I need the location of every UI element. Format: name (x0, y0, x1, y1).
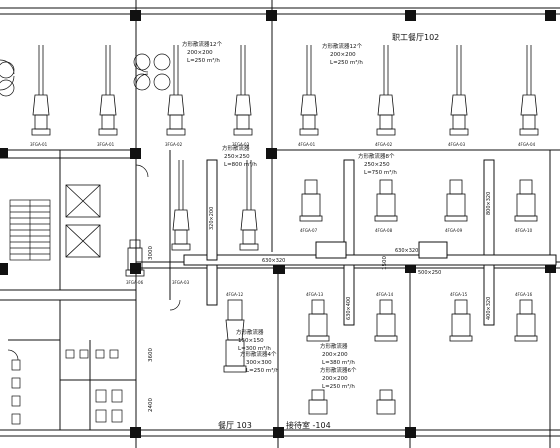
elevators (65, 184, 101, 258)
toilet-fixtures (11, 349, 123, 425)
note-5: 方形散流器 150×150 L=300 m³/h (236, 328, 271, 352)
diffuser-units-bottom (223, 299, 538, 415)
svg-text:200×200: 200×200 (322, 352, 348, 358)
svg-text:3FGA-06: 3FGA-06 (126, 280, 144, 285)
diffuser-units-top (31, 45, 539, 136)
svg-text:3000: 3000 (148, 246, 154, 260)
note-8: 方形散流器6个 200×200 L=250 m³/h (320, 366, 357, 390)
stairs (9, 199, 51, 261)
note-6: 方形散流器4个 300×300 L=250 m³/h (240, 350, 279, 374)
svg-text:4FGA-01: 4FGA-01 (298, 142, 316, 147)
room-label-dining: 餐厅 103 (218, 421, 252, 430)
room-label-reception: 接待室 -104 (286, 420, 331, 430)
svg-text:L=250 m³/h: L=250 m³/h (322, 383, 355, 390)
svg-text:200×200: 200×200 (322, 376, 348, 382)
structural-columns (0, 10, 556, 438)
svg-text:方形散流器12个: 方形散流器12个 (322, 42, 362, 50)
svg-text:3FGA-02: 3FGA-02 (165, 142, 183, 147)
svg-text:500×250: 500×250 (418, 270, 441, 276)
svg-text:4FGA-12: 4FGA-12 (226, 292, 244, 297)
fan-coils (0, 53, 171, 97)
svg-text:320×200: 320×200 (209, 207, 215, 230)
diffuser-notes: 方形散流器12个 200×200 L=250 m³/h 方形散流器12个 200… (182, 40, 397, 390)
svg-text:630×320: 630×320 (262, 258, 285, 264)
svg-text:400×320: 400×320 (486, 297, 492, 320)
svg-text:方形散流器8个: 方形散流器8个 (358, 152, 395, 160)
svg-text:L=800 m³/h: L=800 m³/h (224, 161, 257, 168)
doors (0, 59, 181, 361)
note-3: 方形散流器8个 250×250 L=750 m³/h (358, 152, 397, 176)
svg-text:L=750 m³/h: L=750 m³/h (364, 169, 397, 176)
unit-tags-bottom: 4FGA-12 4FGA-13 4FGA-14 4FGA-15 4FGA-16 (226, 292, 533, 297)
main-ducts (183, 159, 557, 326)
svg-text:L=300 m³/h: L=300 m³/h (238, 345, 271, 352)
svg-text:4FGA-09: 4FGA-09 (445, 228, 463, 233)
duct-size-labels: 630×320 630×320 500×250 320×200 630×400 … (209, 192, 492, 320)
svg-text:4FGA-16: 4FGA-16 (515, 292, 533, 297)
svg-text:L=250 m³/h: L=250 m³/h (330, 59, 363, 66)
svg-text:方形散流器: 方形散流器 (236, 328, 264, 336)
svg-text:方形散流器6个: 方形散流器6个 (320, 366, 357, 374)
svg-text:4FGA-10: 4FGA-10 (515, 228, 533, 233)
svg-text:630×400: 630×400 (346, 297, 352, 320)
unit-tags-mid: 3FGA-06 3FGA-03 4FGA-07 4FGA-08 4FGA-09 … (126, 228, 533, 285)
svg-text:3600: 3600 (148, 348, 154, 362)
svg-text:方形散流器12个: 方形散流器12个 (182, 40, 222, 48)
svg-text:200×200: 200×200 (187, 50, 213, 56)
diffuser-units-mid (125, 160, 538, 277)
note-2: 方形散流器12个 200×200 L=250 m³/h (322, 42, 363, 66)
svg-text:4FGA-08: 4FGA-08 (375, 228, 393, 233)
svg-text:4FGA-07: 4FGA-07 (300, 228, 318, 233)
svg-text:1500: 1500 (382, 256, 388, 270)
svg-text:3FGA-01: 3FGA-01 (97, 142, 115, 147)
svg-text:4FGA-14: 4FGA-14 (376, 292, 394, 297)
svg-text:L=380 m³/h: L=380 m³/h (322, 359, 355, 366)
room-label-staff-dining: 职工餐厅102 (392, 33, 439, 42)
svg-text:L=250 m³/h: L=250 m³/h (246, 367, 279, 374)
svg-text:250×250: 250×250 (364, 162, 390, 168)
svg-text:3FGA-03: 3FGA-03 (232, 142, 250, 147)
svg-text:3FGA-03: 3FGA-03 (172, 280, 190, 285)
room-labels: 职工餐厅102 餐厅 103 接待室 -104 (218, 33, 439, 430)
note-4: 方形散流器 250×250 L=800 m³/h (222, 144, 257, 168)
svg-text:4FGA-13: 4FGA-13 (306, 292, 324, 297)
svg-text:方形散流器: 方形散流器 (222, 144, 250, 152)
svg-text:3FGA-01: 3FGA-01 (30, 142, 48, 147)
svg-text:L=250 m³/h: L=250 m³/h (187, 57, 220, 64)
dimension-labels: 3000 3600 2400 1500 (148, 246, 388, 412)
svg-text:方形散流器: 方形散流器 (320, 342, 348, 350)
svg-text:200×200: 200×200 (330, 52, 356, 58)
svg-text:4FGA-15: 4FGA-15 (450, 292, 468, 297)
svg-text:2400: 2400 (148, 398, 154, 412)
svg-text:4FGA-04: 4FGA-04 (518, 142, 536, 147)
unit-tags-top: 3FGA-01 3FGA-01 3FGA-02 3FGA-03 4FGA-01 … (30, 142, 536, 147)
svg-text:150×150: 150×150 (238, 338, 264, 344)
svg-text:4FGA-02: 4FGA-02 (375, 142, 393, 147)
svg-text:300×300: 300×300 (246, 360, 272, 366)
svg-text:方形散流器4个: 方形散流器4个 (240, 350, 277, 358)
svg-text:630×320: 630×320 (395, 248, 418, 254)
svg-text:800×320: 800×320 (486, 192, 492, 215)
svg-text:250×250: 250×250 (224, 154, 250, 160)
note-7: 方形散流器 200×200 L=380 m³/h (320, 342, 355, 366)
note-1: 方形散流器12个 200×200 L=250 m³/h (182, 40, 222, 64)
svg-text:4FGA-03: 4FGA-03 (448, 142, 466, 147)
